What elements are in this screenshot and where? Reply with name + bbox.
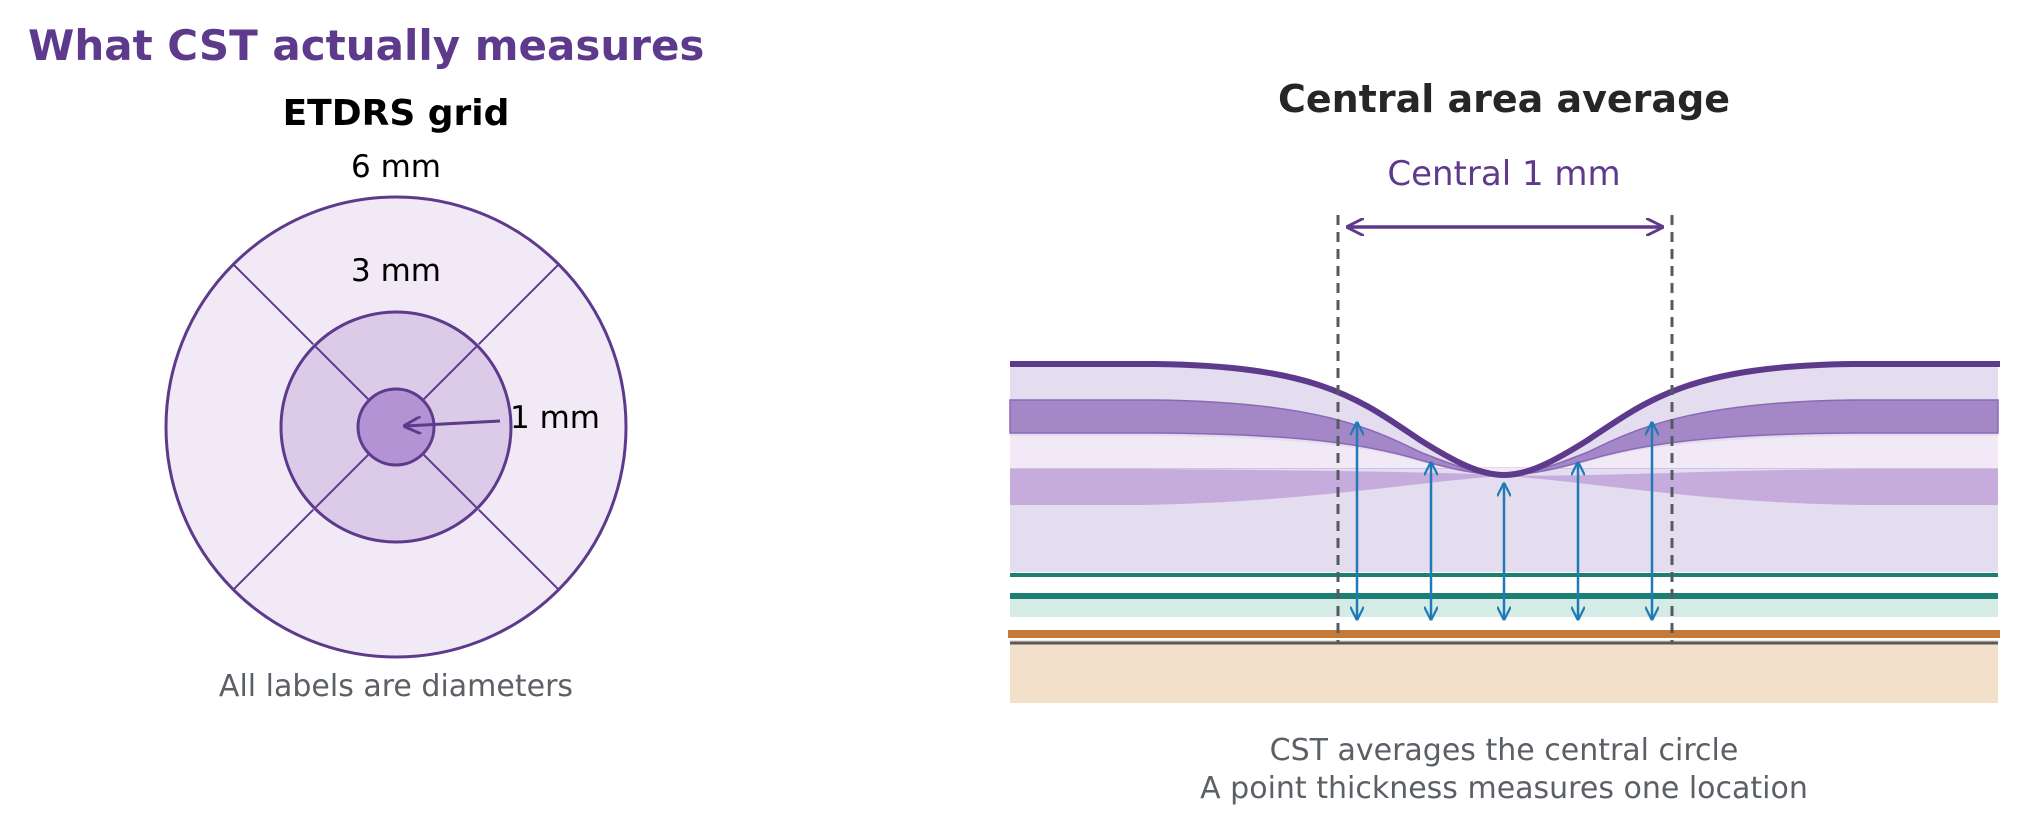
left-arrow-icon bbox=[405, 421, 501, 426]
inner-line-se bbox=[422, 453, 479, 510]
pale-band bbox=[1010, 436, 1998, 475]
central-area-heading: Central area average bbox=[1278, 77, 1730, 121]
cross-section-panel: Central area average Central 1 mm bbox=[1008, 77, 2000, 806]
etdrs-grid-heading: ETDRS grid bbox=[283, 93, 510, 134]
retinal-surface-line bbox=[1010, 361, 2000, 479]
label-6mm: 6 mm bbox=[351, 149, 441, 185]
inner-line-nw bbox=[313, 344, 370, 401]
label-3mm: 3 mm bbox=[351, 253, 441, 289]
page-title: What CST actually measures bbox=[28, 21, 704, 70]
central-circle bbox=[356, 387, 436, 467]
etdrs-grid-panel: ETDRS grid 6 mm 3 mm 1 mm All labels are… bbox=[164, 93, 628, 704]
inner-line-sw bbox=[313, 453, 370, 510]
quadrant-line-nw bbox=[232, 263, 315, 346]
etdrs-caption: All labels are diameters bbox=[219, 669, 573, 704]
label-1mm: 1 mm bbox=[510, 400, 600, 436]
inner-line-ne bbox=[422, 344, 479, 401]
caption-line-1: CST averages the central circle bbox=[1270, 733, 1739, 768]
quadrant-line-se bbox=[477, 508, 560, 591]
choroid-layer bbox=[1010, 640, 1998, 703]
caption-line-2: A point thickness measures one location bbox=[1200, 771, 1808, 806]
inner-plexiform-band bbox=[1009, 399, 1999, 476]
central-1mm-label: Central 1 mm bbox=[1387, 154, 1620, 194]
outer-nuclear-band bbox=[1010, 469, 1998, 505]
quadrant-line-ne bbox=[477, 263, 560, 346]
quadrant-line-sw bbox=[232, 508, 315, 591]
